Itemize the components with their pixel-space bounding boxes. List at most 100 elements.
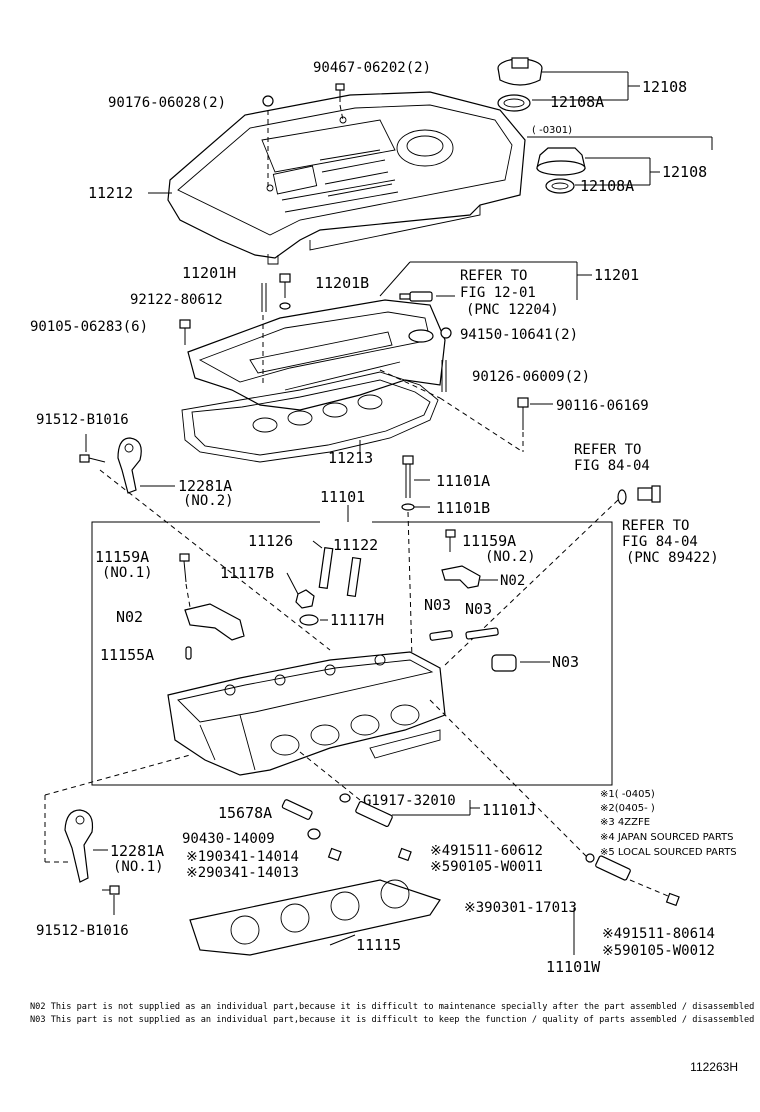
label-12281A-bottom: 12281A [110,842,164,860]
label-92122: 92122-80612 [130,292,223,308]
head-cover-gasket-drawing [181,371,439,463]
oil-filler-cap-2-drawing [536,147,586,194]
label-n02-left: N02 [116,608,143,626]
gasket-G1917-drawing [339,793,351,803]
label-15678A: 15678A [218,804,272,822]
dowel-11155A-drawing [185,646,192,660]
label-11122: 11122 [333,536,378,554]
label-12108A-top: 12108A [550,93,604,111]
label-fig-84-04-a: FIG 84-04 [574,458,650,474]
engine-cover-drawing [167,91,526,265]
label-11101B: 11101B [436,499,490,517]
label-11117H: 11117H [330,611,384,629]
label-12108-top: 12108 [642,78,687,96]
stud-90126-drawing [441,360,447,392]
label-90126: 90126-06009(2) [472,369,590,385]
label-12108A-mid: 12108A [580,177,634,195]
head-cover-drawing [187,299,446,411]
label-11201H: 11201H [182,264,236,282]
bearing-cap-left-drawing [184,603,245,641]
label-pnc-89422: (PNC 89422) [626,550,719,566]
bolt-90176-drawing [262,95,274,107]
sensor-11101W-drawing [585,853,631,881]
label-11159A-left: 11159A [95,548,149,566]
sleeve-n03-c-drawing [491,654,517,672]
label-590105-b: ※590105-W0012 [602,943,715,959]
label-11126: 11126 [248,532,293,550]
label-91512-top: 91512-B1016 [36,412,129,428]
label-590105-a: ※590105-W0011 [430,859,543,875]
label-11213: 11213 [328,449,373,467]
label-11101A: 11101A [436,472,490,490]
legend-item-1: ※1( -0405) [600,789,655,800]
label-90430: 90430-14009 [182,831,275,847]
label-refer-to-2: REFER TO [574,442,641,458]
label-90176: 90176-06028(2) [108,95,226,111]
label-11115: 11115 [356,936,401,954]
label-90116: 90116-06169 [556,398,649,414]
bolt-91512-bottom-drawing [102,885,120,895]
label-94150: 94150-10641(2) [460,327,578,343]
plug-11117B-drawing [295,589,315,609]
label-n03-a: N03 [424,596,451,614]
label-11201: 11201 [594,266,639,284]
valve-guide-11122-drawing [346,556,362,598]
label-90105: 90105-06283(6) [30,319,148,335]
legend-item-3: ※3 4ZZFE [600,817,650,828]
legend-item-2: ※2(0405- ) [600,803,655,814]
label-11101: 11101 [320,488,365,506]
head-gasket-drawing [189,879,441,956]
valve-guide-11126-drawing [318,546,334,590]
label-n03-b: N03 [465,600,492,618]
label-no1-bottom: (NO.1) [113,859,164,875]
oil-pressure-switch-drawing [637,485,661,503]
label-90467: 90467-06202(2) [313,60,431,76]
bolt-11159A-left-drawing [179,553,190,583]
label-491511-b: ※491511-80614 [602,926,715,942]
bolt-15678A-drawing [281,799,313,820]
figure-id: 112263H [690,1060,738,1074]
cylinder-head-drawing [167,651,446,776]
stud-92122-drawing [261,283,267,312]
bolt-91512-top-drawing [79,454,106,463]
label-290341: ※290341-14013 [186,865,299,881]
pin-n03-b-drawing [465,627,499,640]
label-11101J: 11101J [482,801,536,819]
label-12108-mid: 12108 [662,163,707,181]
oil-filler-cap-drawing [497,57,543,112]
label-no2-top: (NO.2) [183,493,234,509]
label-190341: ※190341-14014 [186,849,299,865]
washer-90430-drawing [307,828,321,840]
label-no1-left: (NO.1) [102,565,153,581]
pin-n03-a-drawing [429,630,453,641]
legend-item-5: ※5 LOCAL SOURCED PARTS [600,847,737,858]
bolt-491511-a-drawing [397,847,412,862]
bolt-90341-drawing [327,847,342,862]
head-bolt-drawing [401,455,415,511]
label-n02-right: N02 [500,573,525,589]
bolt-491511-b-drawing [665,892,680,907]
ring-11117H-drawing [299,614,319,626]
label-no2-right: (NO.2) [485,549,536,565]
label-pnc-12204: (PNC 12204) [466,302,559,318]
label-11101W: 11101W [546,958,601,976]
sensor-11101J-drawing [355,801,393,827]
label-11159A-right: 11159A [462,532,516,550]
engine-hanger-bottom-drawing [64,809,94,883]
seal-washer-drawing [617,489,627,505]
footnote-n03: N03 This part is not supplied as an indi… [30,1015,755,1025]
label-11117B: 11117B [220,564,274,582]
bolt-11201H-drawing [279,273,291,310]
label-fig-84-04-b: FIG 84-04 [622,534,698,550]
label-91512-bottom: 91512-B1016 [36,923,129,939]
nut-94150-drawing [440,327,452,339]
label-refer-to-3: REFER TO [622,518,689,534]
engine-hanger-top-drawing [117,437,142,494]
label-11201B: 11201B [315,274,369,292]
label-date-range: ( -0301) [532,125,572,136]
label-G1917: G1917-32010 [363,793,456,809]
assembly-box [91,505,613,786]
legend-item-4: ※4 JAPAN SOURCED PARTS [600,832,734,843]
